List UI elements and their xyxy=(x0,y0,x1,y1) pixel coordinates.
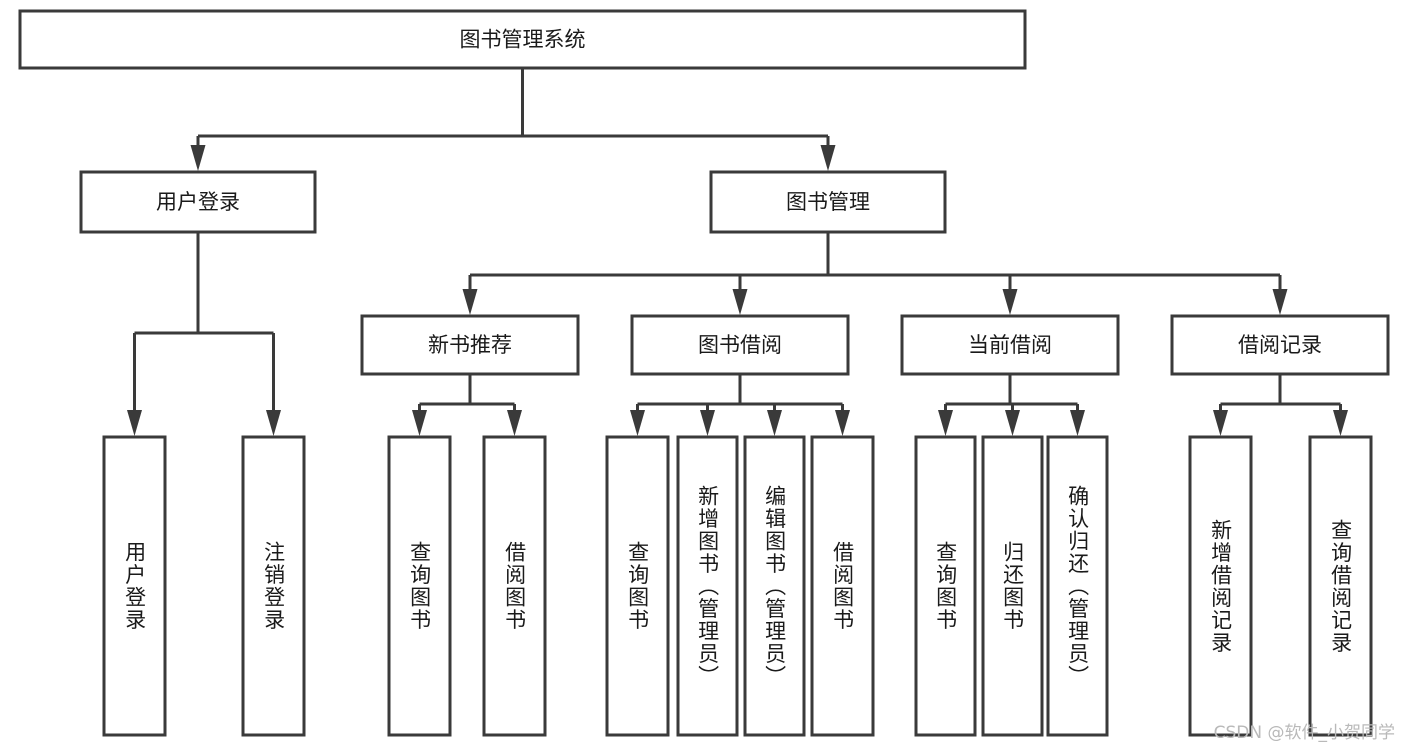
node-user-login[interactable]: 用户登录 xyxy=(79,170,317,234)
node-label-root: 图书管理系统 xyxy=(460,28,586,52)
arrow-head-icon xyxy=(767,410,782,436)
node-box-new-book-recommend[interactable] xyxy=(360,314,580,376)
node-box-borrow-record[interactable] xyxy=(1170,314,1390,376)
node-label-book-borrow: 图书借阅 xyxy=(698,333,782,357)
node-book-borrow[interactable]: 图书借阅 xyxy=(630,314,850,376)
node-leaf-edit-book[interactable] xyxy=(743,435,806,737)
arrow-head-icon xyxy=(1005,410,1020,436)
node-leaf-borrow-book-2[interactable] xyxy=(810,435,875,737)
connector-group-book-borrow xyxy=(630,374,850,436)
node-box-leaf-add-book[interactable] xyxy=(676,435,739,737)
node-box-leaf-query-book-1[interactable] xyxy=(387,435,452,737)
node-box-leaf-return-book[interactable] xyxy=(981,435,1044,737)
arrow-head-icon xyxy=(1213,410,1228,436)
node-borrow-record[interactable]: 借阅记录 xyxy=(1170,314,1390,376)
node-box-leaf-borrow-book-1[interactable] xyxy=(482,435,547,737)
arrow-head-icon xyxy=(1272,289,1288,315)
node-box-root[interactable] xyxy=(18,9,1027,70)
connector-layer xyxy=(127,68,1348,436)
node-current-borrow[interactable]: 当前借阅 xyxy=(900,314,1120,376)
node-leaf-return-book[interactable] xyxy=(981,435,1044,737)
node-label-new-book-recommend: 新书推荐 xyxy=(428,333,512,357)
arrow-head-icon xyxy=(412,410,427,436)
connector-group-user-login xyxy=(127,232,281,436)
node-leaf-add-record[interactable] xyxy=(1188,435,1253,737)
node-box-leaf-user-logout[interactable] xyxy=(241,435,306,737)
connector-group-new-book-recommend xyxy=(412,374,522,436)
node-box-leaf-borrow-book-2[interactable] xyxy=(810,435,875,737)
node-label-borrow-record: 借阅记录 xyxy=(1238,333,1322,357)
node-leaf-query-record[interactable] xyxy=(1308,435,1373,737)
node-leaf-user-login[interactable] xyxy=(102,435,167,737)
arrow-head-icon xyxy=(507,410,522,436)
connector-group-current-borrow xyxy=(938,374,1085,436)
node-root[interactable]: 图书管理系统 xyxy=(18,9,1027,70)
node-box-leaf-query-book-3[interactable] xyxy=(914,435,977,737)
arrow-head-icon xyxy=(732,289,748,315)
arrow-head-icon xyxy=(630,410,645,436)
arrow-head-icon xyxy=(700,410,715,436)
node-leaf-borrow-book-1[interactable] xyxy=(482,435,547,737)
node-box-leaf-user-login[interactable] xyxy=(102,435,167,737)
node-new-book-recommend[interactable]: 新书推荐 xyxy=(360,314,580,376)
node-box-book-borrow[interactable] xyxy=(630,314,850,376)
node-book-management[interactable]: 图书管理 xyxy=(709,170,947,234)
arrow-head-icon xyxy=(1070,410,1085,436)
node-leaf-query-book-2[interactable] xyxy=(605,435,670,737)
node-box-leaf-query-book-2[interactable] xyxy=(605,435,670,737)
node-box-book-management[interactable] xyxy=(709,170,947,234)
node-label-current-borrow: 当前借阅 xyxy=(968,333,1052,357)
arrow-head-icon xyxy=(266,410,281,436)
node-leaf-add-book[interactable] xyxy=(676,435,739,737)
node-box-leaf-add-record[interactable] xyxy=(1188,435,1253,737)
connector-group-root xyxy=(190,68,836,171)
arrow-head-icon xyxy=(127,410,142,436)
node-box-current-borrow[interactable] xyxy=(900,314,1120,376)
node-box-leaf-query-record[interactable] xyxy=(1308,435,1373,737)
arrow-head-icon xyxy=(820,145,836,171)
node-leaf-query-book-1[interactable] xyxy=(387,435,452,737)
node-box-leaf-confirm-return[interactable] xyxy=(1046,435,1109,737)
node-leaf-user-logout[interactable] xyxy=(241,435,306,737)
arrow-head-icon xyxy=(190,145,206,171)
arrow-head-icon xyxy=(938,410,953,436)
arrow-head-icon xyxy=(1333,410,1348,436)
watermark-text: CSDN @软件_小贺同学 xyxy=(1213,723,1395,743)
node-leaf-confirm-return[interactable] xyxy=(1046,435,1109,737)
node-leaf-query-book-3[interactable] xyxy=(914,435,977,737)
connector-group-book-management xyxy=(462,232,1288,315)
arrow-head-icon xyxy=(1002,289,1018,315)
arrow-head-icon xyxy=(835,410,850,436)
arrow-head-icon xyxy=(462,289,478,315)
node-label-book-management: 图书管理 xyxy=(786,190,870,214)
node-box-user-login[interactable] xyxy=(79,170,317,234)
connector-group-borrow-record xyxy=(1213,374,1348,436)
node-box-leaf-edit-book[interactable] xyxy=(743,435,806,737)
node-label-user-login: 用户登录 xyxy=(156,190,240,214)
